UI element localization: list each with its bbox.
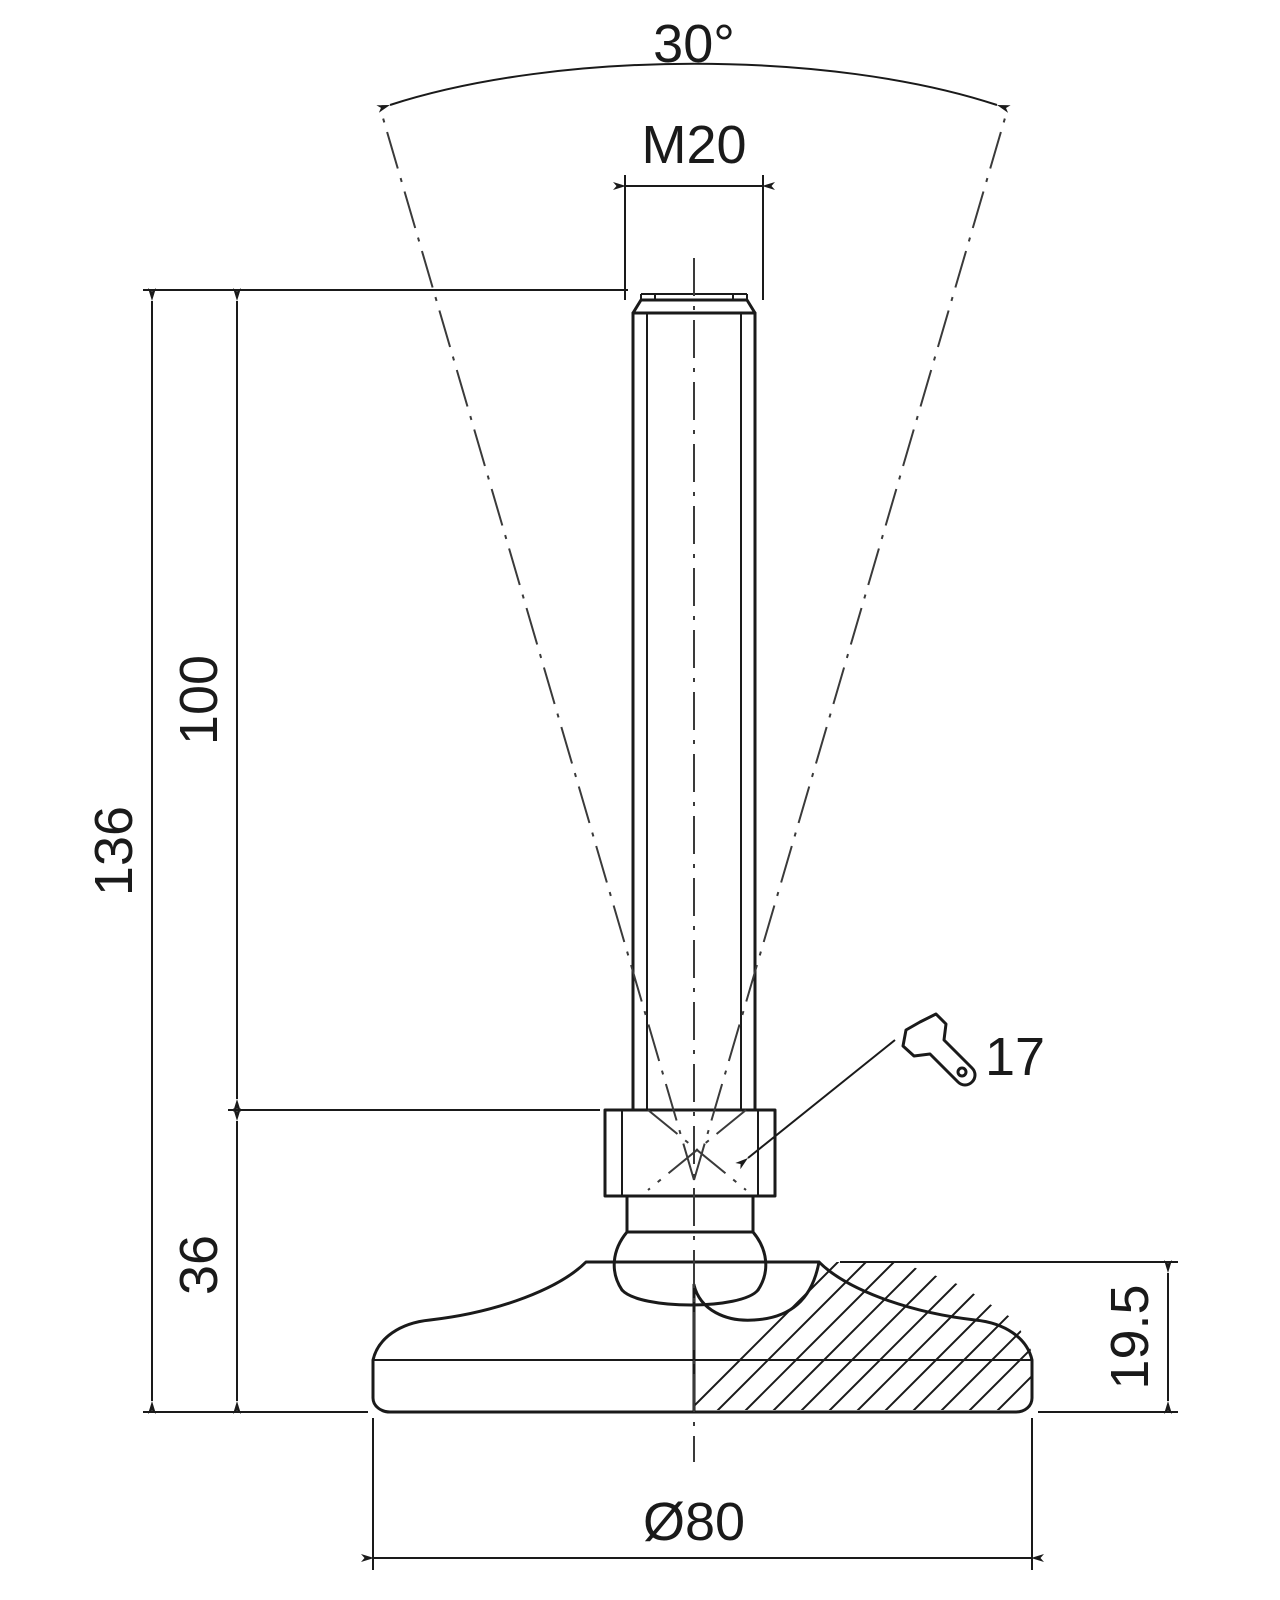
wrench-icon: [901, 1012, 977, 1087]
dim-base-diameter-label: Ø80: [643, 1492, 745, 1552]
dim-overall-height: 136: [84, 288, 628, 1414]
base-pad: [371, 1260, 1034, 1414]
dim-stud-length: 100: [169, 288, 600, 1112]
ball-neck: [612, 1194, 768, 1307]
dim-tilt-angle: 30°: [653, 14, 735, 74]
dim-overall-height-label: 136: [84, 806, 144, 896]
dim-base-diameter: Ø80: [361, 1418, 1044, 1570]
dim-base-height: 19.5: [840, 1260, 1178, 1414]
dim-thread: M20: [613, 115, 775, 300]
section-hatching: [694, 1262, 1032, 1410]
tilt-cone-construction: [376, 62, 1011, 1181]
hex-flat-cross: [647, 1109, 747, 1191]
dim-base-height-label: 19.5: [1100, 1284, 1160, 1389]
dim-stud-length-label: 100: [169, 655, 229, 745]
dim-lower-height-label: 36: [169, 1235, 229, 1295]
dim-wrench-size-label: 17: [985, 1027, 1045, 1087]
hex-flats: [603, 1108, 777, 1198]
part-geometry: [371, 293, 1034, 1414]
wrench-callout: 17: [735, 1012, 1045, 1170]
dim-thread-label: M20: [641, 115, 746, 175]
dim-lower-height: 36: [169, 1108, 241, 1414]
